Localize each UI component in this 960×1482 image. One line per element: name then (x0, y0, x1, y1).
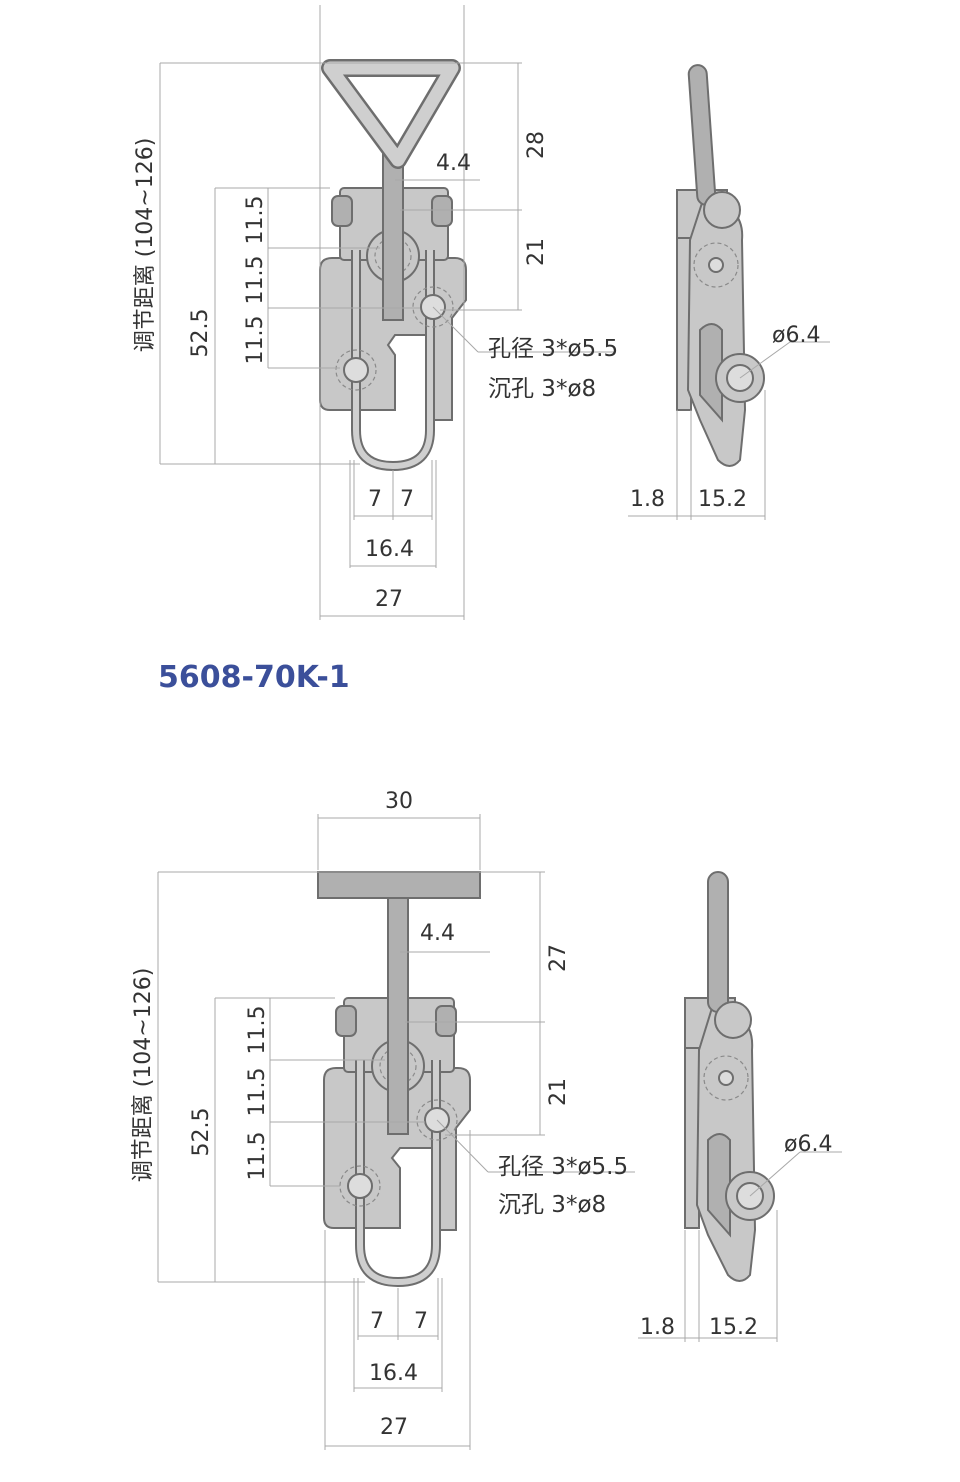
drawing1-side-dash (693, 242, 739, 288)
drawing1-front-view (319, 59, 467, 472)
drawing1-handle-fill (323, 61, 459, 167)
drawing2-bracket-ear-right (435, 1005, 457, 1037)
drawing1-dim-11-5-a: 11.5 (243, 196, 268, 245)
drawing2-dim-27-v: 27 (546, 944, 571, 972)
drawing2-u-shackle-fill (357, 1060, 439, 1286)
drawing1-side-dimensions (628, 341, 830, 520)
drawing2-dim-7-a: 7 (370, 1309, 384, 1334)
drawing1-counter-left (335, 349, 377, 391)
drawing1-hole-label: 孔径 3*ø5.5 (488, 336, 618, 362)
drawing1-dim-6-4: ø6.4 (772, 323, 820, 348)
drawing1-side-rod (687, 64, 717, 206)
drawing2-dim-16-4: 16.4 (369, 1361, 418, 1386)
drawing2-rod (387, 897, 409, 1135)
drawing1-bracket-ear-left (331, 195, 353, 227)
drawing2-dim-1-8: 1.8 (640, 1315, 675, 1340)
drawing1-dim-16-4: 16.4 (365, 537, 414, 562)
drawing2-side-dimensions (638, 1151, 842, 1342)
drawing2-counter-left (339, 1165, 381, 1207)
drawing1-dim-21: 21 (524, 238, 549, 266)
drawing1-bracket-ear-right (431, 195, 453, 227)
drawing1-rod (382, 149, 404, 321)
drawing2-dim-6-4: ø6.4 (784, 1132, 832, 1157)
drawing2-hole-label: 孔径 3*ø5.5 (498, 1154, 628, 1180)
model-number-label: 5608-70K-1 (158, 660, 350, 695)
drawing2-dim-4-4: 4.4 (420, 921, 455, 946)
drawing1-dim-1-8: 1.8 (630, 487, 665, 512)
drawing1-dim-15-2: 15.2 (698, 487, 747, 512)
drawing2-dim-11-5-a: 11.5 (245, 1006, 270, 1055)
drawing1-counter-top (412, 286, 454, 328)
drawing2-side-dash (703, 1055, 749, 1101)
drawing2-counter-label: 沉孔 3*ø8 (498, 1192, 606, 1218)
drawing1-dim-11-5-c: 11.5 (243, 316, 268, 365)
drawing2-dim-21: 21 (546, 1078, 571, 1106)
drawing1-side-pin (708, 257, 724, 273)
drawing2-side-pin (718, 1070, 734, 1086)
drawing1-side-pivot (703, 191, 741, 229)
drawing1-dim-7-b: 7 (400, 487, 414, 512)
drawing2-dim-30: 30 (385, 789, 413, 814)
drawing2-adjust-label: 调节距离 (104~126) (131, 968, 156, 1183)
drawing1-adjust-label: 调节距离 (104~126) (133, 138, 158, 353)
drawing1-dim-27: 27 (375, 587, 403, 612)
drawing1-hole-left (343, 357, 369, 383)
drawing2-dim-7-b: 7 (414, 1309, 428, 1334)
drawing2-hole-left (347, 1173, 373, 1199)
drawing2-dim-27: 27 (380, 1415, 408, 1440)
drawing1-front-dimensions (159, 5, 615, 620)
drawing2-front-view (317, 871, 481, 1288)
drawing2-dim-15-2: 15.2 (709, 1315, 758, 1340)
drawing2-front-dimensions (157, 814, 635, 1450)
drawing2-side-view (684, 871, 775, 1282)
drawing1-side-slot (699, 323, 723, 423)
drawing1-dim-7-a: 7 (368, 487, 382, 512)
drawing2-dim-11-5-b: 11.5 (245, 1068, 270, 1117)
drawing2-side-pivot (714, 1001, 752, 1039)
drawing2-t-handle (317, 871, 481, 899)
drawing2-dim-11-5-c: 11.5 (245, 1132, 270, 1181)
drawing2-dim-52-5: 52.5 (189, 1108, 214, 1157)
drawing2-side-slot (707, 1133, 731, 1238)
drawing1-dim-11-5-b: 11.5 (243, 256, 268, 305)
drawing1-counter-label: 沉孔 3*ø8 (488, 376, 596, 402)
drawing1-dim-28: 28 (524, 131, 549, 159)
drawing2-counter-top (416, 1099, 458, 1141)
drawing1-dim-4-4: 4.4 (436, 151, 471, 176)
drawing1-u-shackle-fill (353, 250, 433, 470)
drawing2-bracket-ear-left (335, 1005, 357, 1037)
drawing1-side-view (676, 64, 765, 467)
drawing1-dim-52-5: 52.5 (188, 309, 213, 358)
drawing2-side-rod (707, 871, 729, 1013)
